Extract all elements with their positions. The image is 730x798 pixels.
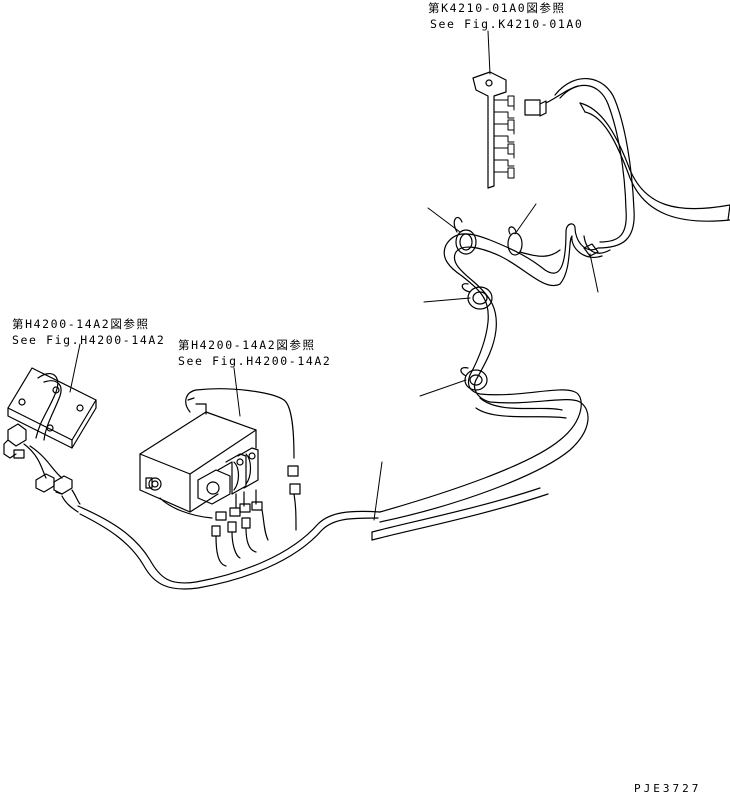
leader-lines	[69, 30, 599, 521]
left-solenoid-valve	[3, 367, 97, 513]
clamped-bundle	[371, 204, 730, 541]
upper-harness	[554, 78, 730, 249]
reference-h4200-left-english: See Fig.H4200-14A2	[12, 333, 166, 347]
reference-h4200-left-japanese: 第H4200-14A2図参照	[12, 317, 150, 331]
terminal-bracket	[472, 71, 515, 189]
central-valve-block	[139, 388, 301, 567]
reference-h4200-mid-japanese: 第H4200-14A2図参照	[178, 338, 316, 352]
reference-k4210-japanese: 第K4210-01A0図参照	[428, 1, 566, 15]
reference-h4200-mid-english: See Fig.H4200-14A2	[178, 354, 332, 368]
lower-harness	[77, 505, 381, 590]
reference-k4210-english: See Fig.K4210-01A0	[430, 17, 584, 31]
drawing-code: PJE3727	[634, 782, 702, 795]
small-connector	[524, 85, 579, 117]
